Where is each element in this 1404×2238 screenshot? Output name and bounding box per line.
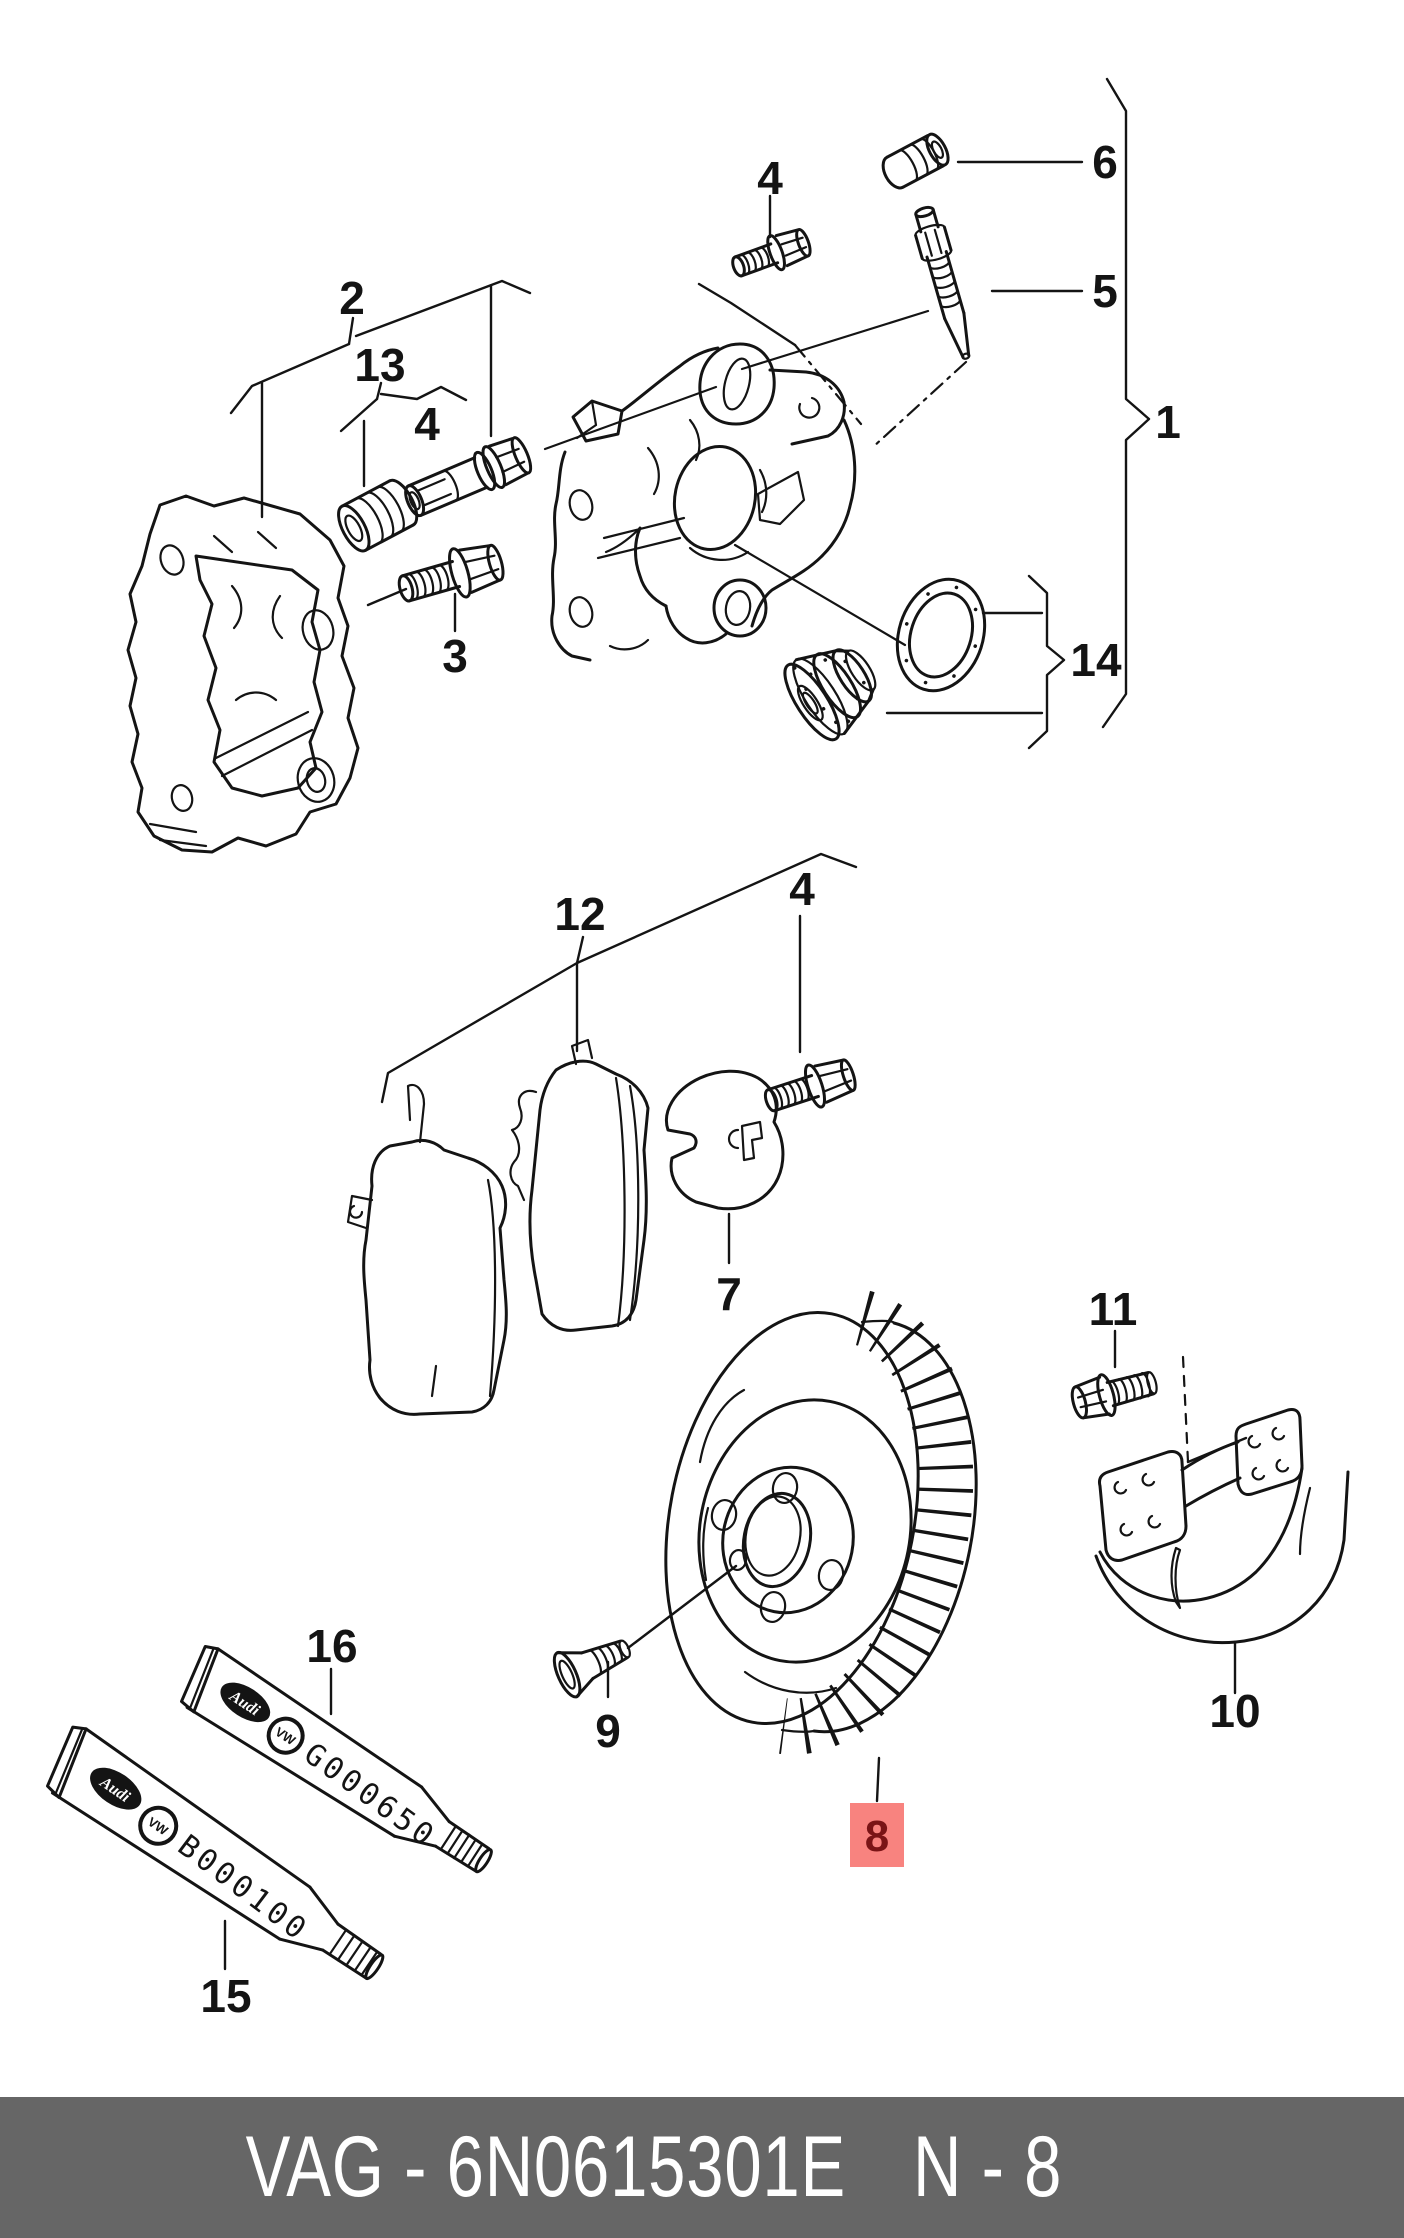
footer-part-code: VAG - 6N0615301E [246,2119,846,2215]
wheel-bearing [783,648,877,742]
callout-16: 16 [306,1620,357,1672]
vw-logo-icon [266,1716,305,1755]
brake-caliper [550,342,857,662]
callout-4c: 4 [789,863,815,915]
callout-leaders [223,77,1237,1971]
callout-7: 7 [716,1268,742,1320]
callout-12: 12 [554,888,605,940]
guide-pin-bolt [404,436,533,518]
tube-upper-code: G000650 [297,1736,443,1855]
callout-9: 9 [595,1705,621,1757]
vw-logo-icon [138,1805,179,1846]
footer-background [0,2097,1404,2238]
callout-4a: 4 [414,398,440,450]
callout-labels: 1 2 13 4 3 4 6 5 14 12 4 7 9 11 10 16 15 [200,136,1260,2022]
retaining-plate [665,1069,785,1211]
top-bolt-leader [697,282,797,347]
shield-bolt-leader [1186,1436,1248,1464]
carrier-bolt [397,543,505,603]
brake-pad-outer [346,1083,508,1416]
audi-logo-icon [220,1682,271,1723]
pad-bolt [763,1058,857,1113]
caliper-carrier [126,494,360,854]
assembly-axis-lines [543,309,968,647]
gasket-ring [895,577,987,693]
brake-disc [664,1290,978,1755]
callout-3: 3 [442,630,468,682]
footer-page-ref: N - 8 [913,2119,1062,2215]
footer-bar: VAG - 6N0615301E N - 8 [0,2097,1404,2238]
shield-bolt [1070,1371,1158,1420]
callout-2: 2 [339,272,365,324]
callout-4b: 4 [757,152,783,204]
callout-5: 5 [1092,265,1118,317]
highlighted-callout-8: 8 [850,1803,904,1867]
disc-screw-leader [626,1564,738,1650]
guide-bushing [337,478,419,553]
tube-lower-code: B000100 [171,1828,315,1949]
callout-13: 13 [354,339,405,391]
bolt3-axis-leader [366,587,408,607]
callout-15: 15 [200,1970,251,2022]
bleeder-cap [881,132,950,190]
bleeder-valve [914,205,971,360]
callout-10: 10 [1209,1685,1260,1737]
splash-shield [1094,1408,1350,1645]
callout-8: 8 [865,1812,889,1861]
callout-6: 6 [1092,136,1118,188]
audi-logo-icon [90,1767,142,1810]
callout-8-highlight-box [850,1803,904,1867]
callout-1: 1 [1155,396,1181,448]
brake-pad-inner [509,1038,650,1332]
callout-14: 14 [1070,634,1122,686]
shield-bolt-leader-dashed [1181,1355,1190,1464]
disc-screw [552,1639,631,1699]
callout-11: 11 [1089,1283,1138,1335]
